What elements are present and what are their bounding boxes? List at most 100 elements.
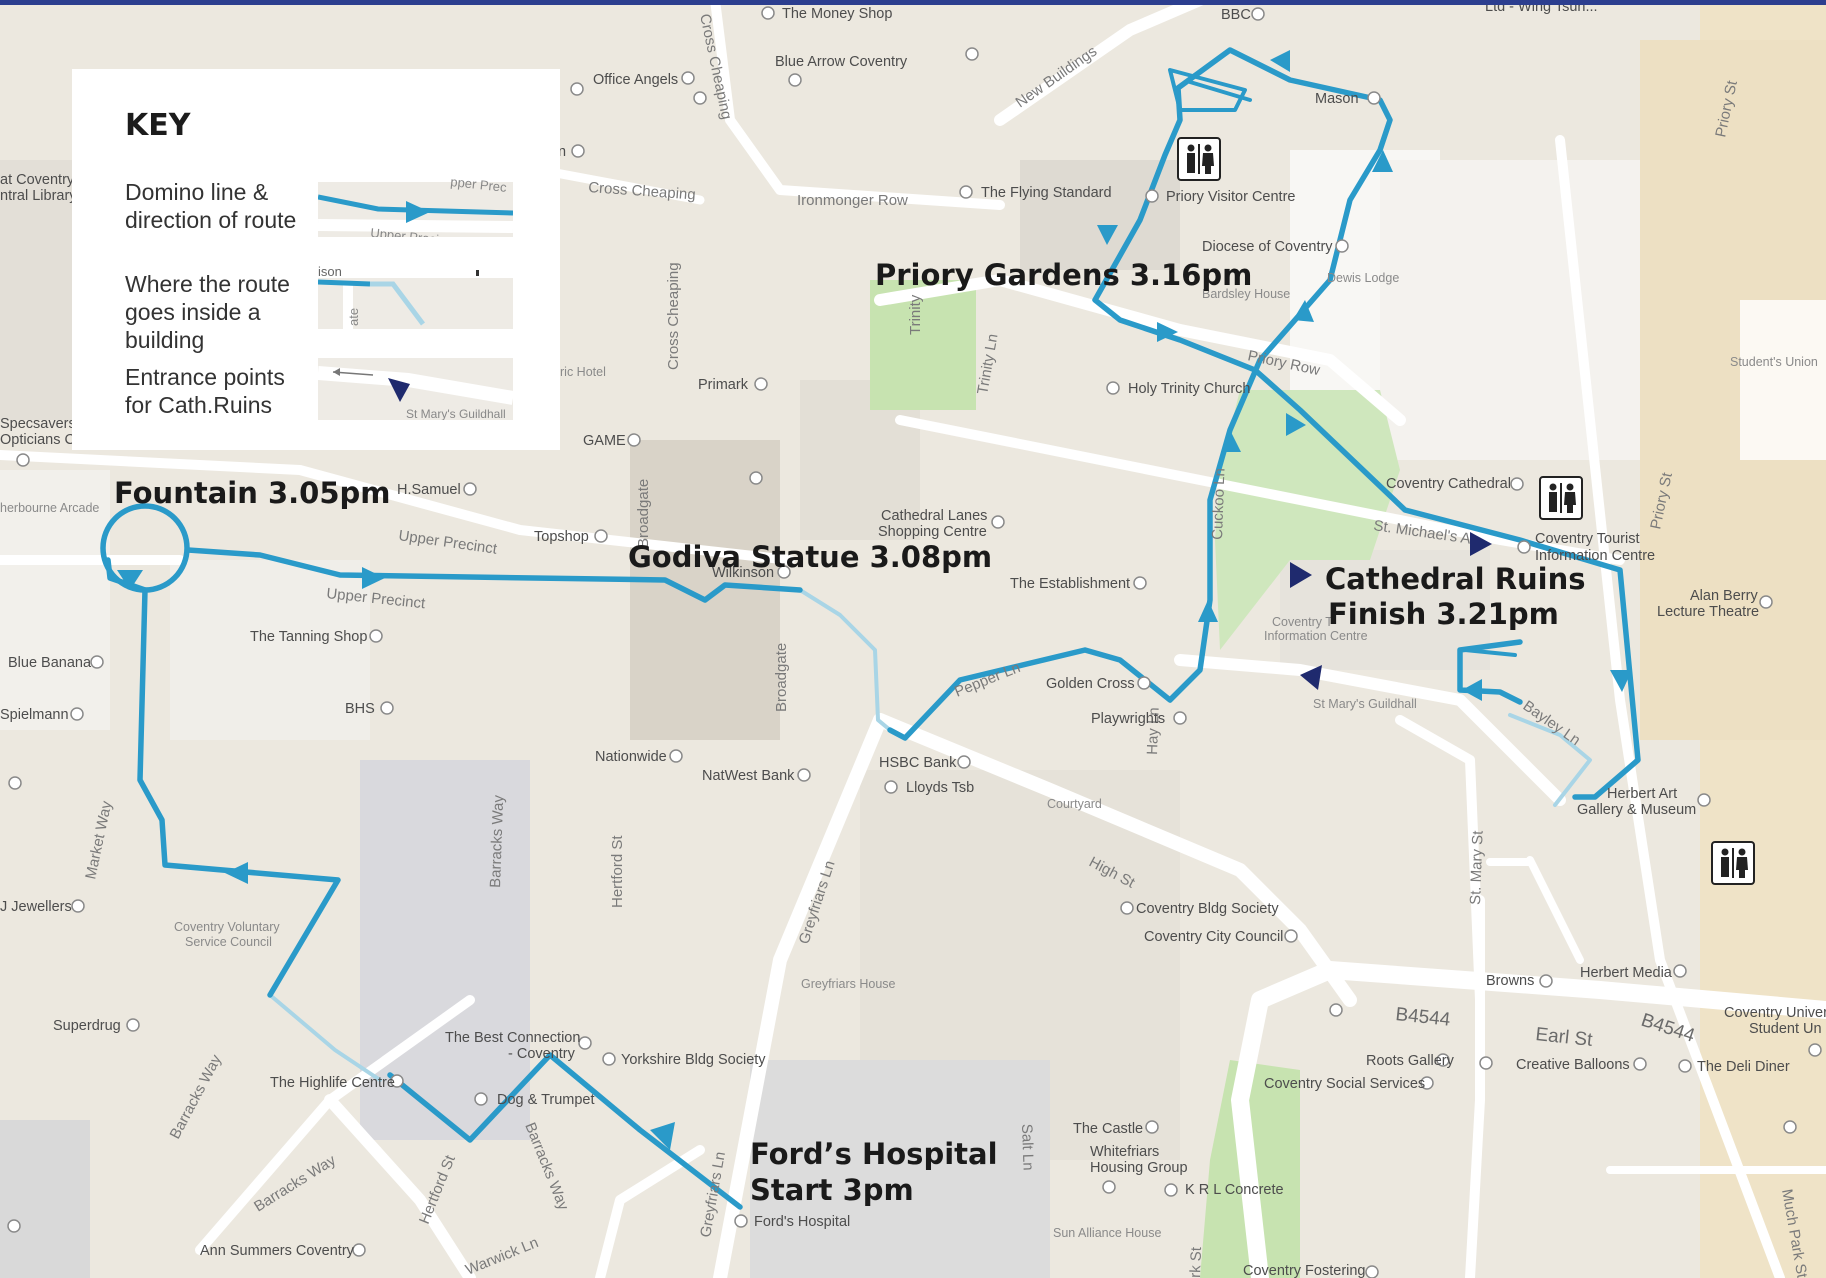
entrance-arrow-icon — [1300, 665, 1322, 690]
toilets-icon — [1177, 137, 1221, 181]
place-label: Lloyds Tsb — [906, 780, 974, 796]
route-line — [100, 47, 1641, 1210]
street-label: rk St — [1187, 1246, 1205, 1278]
route-arrow-icon — [117, 570, 143, 590]
place-label: Gallery & Museum — [1577, 802, 1696, 818]
stop-label-start-2: Start 3pm — [750, 1173, 914, 1207]
legend-swatch-text: Upper Precinct — [370, 225, 457, 237]
place-label: Primark — [698, 377, 749, 393]
place-label: Blue Banana — [8, 655, 92, 671]
place-label: BHS — [345, 701, 375, 717]
place-label: Roots Gallery — [1366, 1053, 1455, 1069]
place-label: ric Hotel — [560, 365, 606, 379]
top-frame — [0, 0, 1826, 5]
poi-marker — [7, 6, 1822, 1278]
place-label: Ford's Hospital — [754, 1214, 850, 1230]
route-arrow-icon — [1097, 225, 1118, 245]
legend-label-line: for Cath.Ruins — [125, 392, 273, 418]
entrance-arrow-icon — [388, 378, 410, 402]
place-label: Alan Berry — [1690, 588, 1758, 604]
route-stop-labels: Fountain 3.05pm Godiva Statue 3.08pm Pri… — [114, 258, 1586, 1207]
place-label: Herbert Media — [1580, 965, 1673, 981]
place-label: Blue Arrow Coventry — [775, 54, 908, 70]
place-label: J Jewellers — [0, 899, 72, 915]
place-label: Dog & Trumpet — [497, 1092, 595, 1108]
place-label: Student Un — [1749, 1021, 1822, 1037]
place-label: ntral Library — [0, 188, 77, 204]
place-label: Coventry T — [1272, 615, 1333, 629]
place-label: Wilkinson — [712, 565, 774, 581]
place-label: K R L Concrete — [1185, 1182, 1284, 1198]
stop-label-start-1: Ford’s Hospital — [750, 1137, 998, 1171]
route-arrow-icon — [1198, 600, 1218, 622]
legend-swatch-text: pper Prec — [450, 175, 508, 195]
place-label: Creative Balloons — [1516, 1057, 1630, 1073]
legend-swatch-inside: ison ate — [318, 266, 513, 329]
entrance-markers — [1290, 532, 1492, 690]
street-label: Trinity — [907, 294, 924, 335]
place-label: The Establishment — [1010, 576, 1130, 592]
place-label: The Castle — [1073, 1121, 1143, 1137]
legend-label-inside: Where the route goes inside a building — [125, 270, 315, 354]
stop-label-finish-1: Cathedral Ruins — [1325, 562, 1586, 596]
legend-label-line: Where the route — [125, 271, 290, 297]
place-label: Opticians Co — [0, 432, 83, 448]
legend-label-line: goes inside a — [125, 299, 261, 325]
legend-swatch-text: ison — [318, 266, 342, 279]
place-label: The Best Connection — [445, 1030, 580, 1046]
place-label: Superdrug — [53, 1018, 121, 1034]
place-label: The Deli Diner — [1697, 1059, 1790, 1075]
route-arrows — [117, 50, 1632, 1150]
place-label: Coventry City Council — [1144, 929, 1283, 945]
place-label: Dewis Lodge — [1327, 271, 1399, 285]
street-label: Hertford St — [609, 835, 626, 908]
street-label: Salt Ln — [1018, 1124, 1037, 1171]
street-label: Cross Cheaping — [665, 262, 682, 370]
place-label: n — [558, 144, 566, 160]
street-label: St. Mary St — [1467, 830, 1487, 906]
route-arrow-icon — [1270, 50, 1290, 72]
place-label: St Mary's Guildhall — [1313, 697, 1417, 711]
place-label: Golden Cross — [1046, 676, 1135, 692]
place-label: Priory Visitor Centre — [1166, 189, 1295, 205]
place-label: Coventry Tourist — [1535, 531, 1640, 547]
place-label: Playwrights — [1091, 711, 1165, 727]
entrance-arrow-icon — [1470, 532, 1492, 556]
place-label: Information Centre — [1264, 629, 1368, 643]
place-label: The Tanning Shop — [250, 629, 367, 645]
place-label: HSBC Bank — [879, 755, 957, 771]
toilets-icons — [1177, 137, 1755, 885]
street-label: Hay Ln — [1144, 707, 1163, 755]
street-label: Barracks Way — [487, 794, 507, 888]
legend-swatch-text: ate — [346, 308, 361, 326]
place-label: Coventry Cathedral — [1386, 476, 1511, 492]
place-label: Topshop — [534, 529, 589, 545]
place-label: NatWest Bank — [702, 768, 795, 784]
place-label: Student's Union — [1730, 355, 1818, 369]
route-arrow-icon — [1293, 300, 1314, 322]
place-label: at Coventry — [0, 172, 75, 188]
place-label: The Money Shop — [782, 6, 892, 22]
place-label: Sun Alliance House — [1053, 1226, 1161, 1240]
route-arrow-icon — [1286, 413, 1306, 436]
place-label: Coventry Fostering — [1243, 1263, 1366, 1278]
legend-swatch-text: St Mary's Guildhall — [406, 407, 506, 420]
place-label: Holy Trinity Church — [1128, 381, 1250, 397]
route-arrow-icon — [1157, 322, 1178, 342]
place-label: Whitefriars — [1090, 1144, 1159, 1160]
legend-label-line: Domino line & — [125, 179, 269, 205]
place-label: Herbert Art — [1607, 786, 1677, 802]
route-arrow-icon — [1221, 430, 1241, 452]
place-label: Coventry Social Services — [1264, 1076, 1425, 1092]
street-label: Broadgate — [773, 643, 790, 712]
place-label: Cathedral Lanes — [881, 508, 987, 524]
place-label: Yorkshire Bldg Society — [621, 1052, 766, 1068]
route-arrow-icon — [1372, 150, 1393, 172]
place-label: Information Centre — [1535, 548, 1655, 564]
stop-label-godiva: Godiva Statue 3.08pm — [628, 540, 992, 574]
street-label: Cuckoo Ln — [1209, 468, 1228, 540]
street-label: Broadgate — [635, 479, 652, 548]
